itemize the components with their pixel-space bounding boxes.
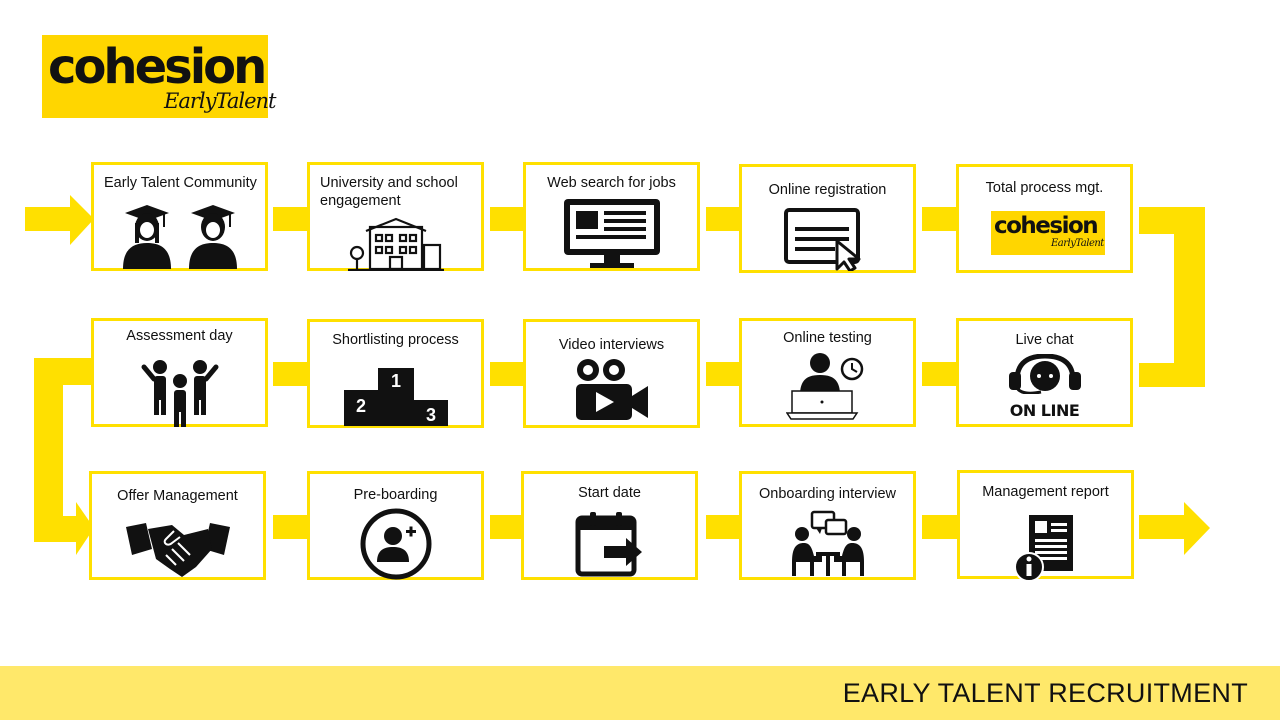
step-label: Total process mgt.: [985, 180, 1104, 196]
step-early-talent-community: Early Talent Community: [91, 162, 268, 271]
footer-bar: EARLY TALENT RECRUITMENT: [0, 666, 1280, 720]
podium-icon: 1 2 3: [343, 368, 448, 426]
step-web-search: Web search for jobs: [523, 162, 700, 271]
laptop-clock-icon: [785, 353, 863, 420]
step-start-date: Start date: [521, 471, 698, 580]
step-live-chat: Live chat ON LINE: [956, 318, 1133, 427]
headset-icon: [1008, 354, 1081, 394]
step-label: Management report: [982, 484, 1109, 500]
step-label: Early Talent Community: [104, 175, 257, 191]
step-university-engagement: University and school engagement: [307, 162, 484, 271]
step-video-interviews: Video interviews: [523, 319, 700, 428]
step-label: Shortlisting process: [332, 332, 459, 348]
step-label: Live chat: [1015, 332, 1074, 348]
calendar-arrow-icon: [575, 512, 642, 577]
step-label: Start date: [578, 485, 641, 501]
step-offer-management: Offer Management: [89, 471, 266, 580]
step-online-testing: Online testing: [739, 318, 916, 427]
logo-sub-text: EarlyTalent: [164, 89, 276, 113]
handshake-icon: [125, 523, 230, 577]
live-chat-badge: ON LINE: [1009, 401, 1080, 420]
add-user-icon: [360, 508, 431, 580]
conversation-icon: [791, 510, 864, 576]
step-label: Pre-boarding: [353, 487, 438, 503]
step-onboarding-interview: Onboarding interview: [739, 471, 916, 580]
step-label: Online registration: [768, 182, 887, 198]
step-pre-boarding: Pre-boarding: [307, 471, 484, 580]
footer-title: EARLY TALENT RECRUITMENT: [842, 678, 1248, 708]
graduates-icon: [122, 205, 237, 269]
mini-logo-sub: EarlyTalent: [1051, 238, 1104, 249]
logo-brand-text: cohesion: [48, 39, 267, 95]
podium-second-label: 2: [355, 396, 365, 416]
podium-first-label: 1: [390, 371, 400, 391]
step-online-registration: Online registration: [739, 164, 916, 273]
monitor-icon: [563, 199, 660, 268]
step-label: Online testing: [783, 330, 872, 346]
step-label: Onboarding interview: [758, 486, 897, 502]
report-info-icon: [1013, 515, 1073, 582]
cohesion-logo: cohesion EarlyTalent: [42, 35, 276, 118]
group-people-icon: [141, 360, 218, 427]
cohesion-logo-icon: cohesion EarlyTalent: [991, 211, 1105, 255]
step-label: Assessment day: [126, 328, 233, 344]
step-management-report: Management report: [957, 470, 1134, 582]
step-label: Offer Management: [117, 488, 238, 504]
video-camera-icon: [575, 359, 648, 420]
university-building-icon: [347, 217, 444, 271]
step-label: University and school engagement: [320, 175, 458, 209]
step-label: Web search for jobs: [547, 175, 676, 191]
step-shortlisting-process: Shortlisting process 1 2 3: [307, 319, 484, 428]
mini-logo-brand: cohesion: [994, 213, 1099, 239]
step-total-process-mgt: Total process mgt. cohesion EarlyTalent: [956, 164, 1133, 273]
step-label: Video interviews: [558, 337, 665, 353]
form-cursor-icon: [783, 208, 860, 271]
podium-third-label: 3: [425, 405, 435, 425]
step-assessment-day: Assessment day: [91, 318, 268, 427]
